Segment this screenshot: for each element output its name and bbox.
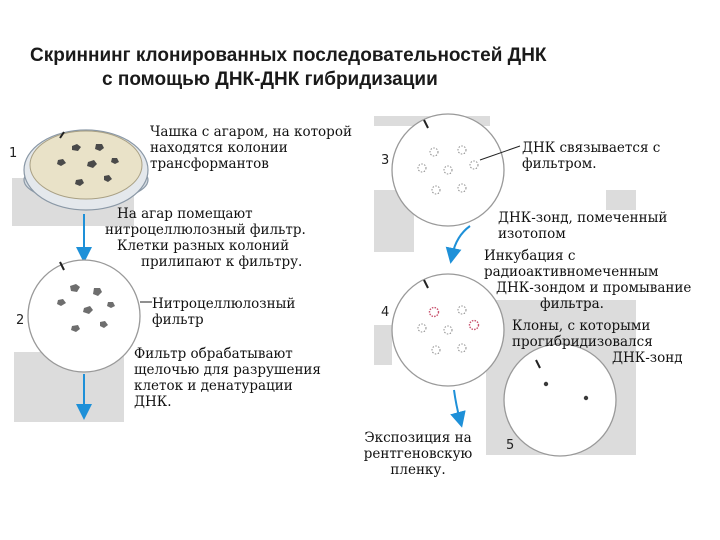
step-number-1: 1: [9, 146, 18, 161]
step-number-3: 3: [381, 153, 390, 168]
caption-line: прогибридизовался: [512, 334, 653, 350]
probe-caption: ДНК-зонд, помеченный изотопом: [498, 210, 667, 242]
caption-line: ДНК связывается с: [522, 140, 661, 156]
dna-binds-caption: ДНК связывается с фильтром.: [522, 140, 660, 172]
caption-line: ДНК-зондом и промывание: [496, 280, 692, 296]
arrow-curved: [445, 225, 471, 264]
caption-line: фильтр: [152, 312, 204, 328]
caption-line: пленку.: [390, 462, 446, 478]
caption-line: прилипают к фильтру.: [141, 254, 303, 270]
step-number-2: 2: [16, 313, 25, 328]
gray-panel: [606, 190, 636, 210]
caption-line: щелочью для разрушения: [134, 362, 321, 378]
caption-line: Клетки разных колоний: [117, 238, 290, 254]
hybridized-filter: [391, 273, 505, 387]
caption-line: ДНК.: [134, 394, 172, 410]
dna-bound-filter: [391, 113, 505, 227]
alkali-caption: Фильтр обрабатывают щелочью для разрушен…: [134, 346, 321, 410]
clones-caption: Клоны, с которыми прогибридизовался ДНК-…: [512, 318, 683, 366]
plate-caption: Чашка с агаром, на которой находятся кол…: [150, 124, 352, 172]
caption-line: радиоактивномеченным: [484, 264, 659, 280]
incubation-caption: Инкубация с радиоактивномеченным ДНК-зон…: [484, 248, 691, 312]
caption-line: Экспозиция на: [364, 430, 472, 446]
plate-caption-line: Чашка с агаром, на которой: [150, 124, 352, 140]
agar-plate: [23, 129, 149, 211]
caption-line: Фильтр обрабатывают: [134, 346, 293, 362]
caption-line: клеток и денатурации: [134, 378, 293, 394]
step-number-4: 4: [381, 305, 390, 320]
caption-line: Клоны, с которыми: [512, 318, 651, 334]
xray-film: [503, 343, 617, 457]
leader-line: [479, 145, 521, 161]
plate-caption-line: трансформантов: [150, 156, 269, 172]
caption-line: ДНК-зонд: [612, 350, 683, 366]
exposure-caption: Экспозиция на рентгеновскую пленку.: [356, 430, 480, 478]
filter-on-agar-caption: На агар помещают нитроцеллюлозный фильтр…: [105, 206, 306, 270]
nitro-filter-disc: [27, 259, 141, 373]
plate-caption-line: находятся колонии: [150, 140, 288, 156]
caption-line: нитроцеллюлозный фильтр.: [105, 222, 306, 238]
caption-line: фильтром.: [522, 156, 597, 172]
caption-line: На агар помещают: [117, 206, 253, 222]
arrow-curved: [450, 389, 466, 428]
nitro-filter-caption: Нитроцеллюлозный фильтр: [152, 296, 295, 328]
step-number-5: 5: [506, 438, 515, 453]
title-line-2: с помощью ДНК-ДНК гибридизации: [102, 69, 438, 90]
caption-line: рентгеновскую: [363, 446, 473, 462]
caption-line: Нитроцеллюлозный: [152, 296, 296, 312]
caption-line: ДНК-зонд, помеченный: [498, 210, 668, 226]
caption-line: Инкубация с: [484, 248, 576, 264]
caption-line: изотопом: [498, 226, 566, 242]
title-line-1: Скриннинг клонированных последовательнос…: [30, 45, 547, 66]
caption-line: фильтра.: [540, 296, 604, 312]
gray-panel: [374, 325, 392, 365]
